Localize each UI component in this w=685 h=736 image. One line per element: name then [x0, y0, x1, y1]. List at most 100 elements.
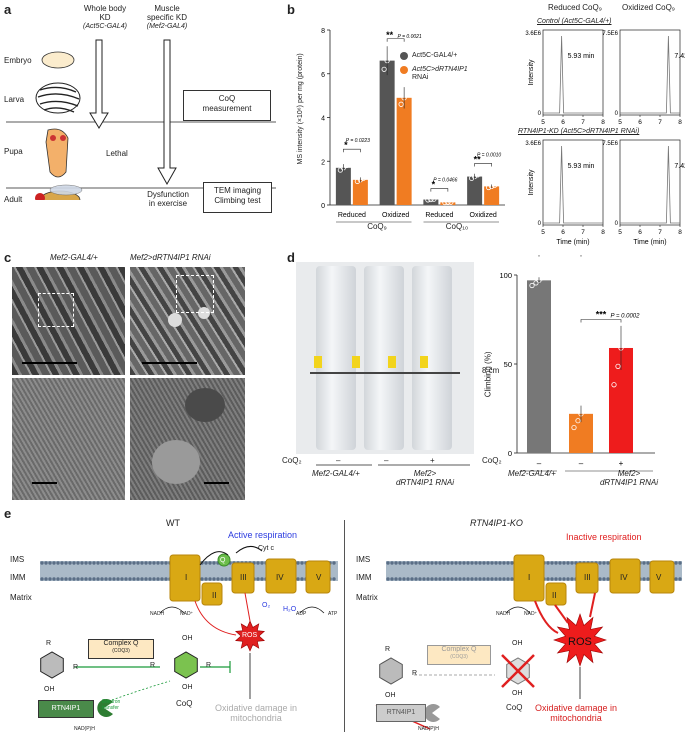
atp-label: ATP [328, 611, 338, 617]
chrom-xtick-label: 6 [561, 119, 565, 126]
chrom-y0: 0 [615, 221, 619, 227]
chrom-xtick-label: 8 [601, 119, 605, 126]
climbing-group-rnai: Mef2>dRTN4IP1 RNAi [599, 469, 659, 487]
data-point [448, 199, 454, 205]
chrom-frame [542, 29, 604, 116]
tem-image-rnai-low [130, 267, 245, 375]
oh-bottom-coq-ko: OH [512, 690, 523, 697]
complex-iii [231, 562, 255, 594]
electron-transfer-arrow [111, 680, 171, 701]
chrom-ylabel: Intensity [528, 59, 535, 86]
chrom-xtick-label: 8 [601, 229, 605, 236]
chrom-y0: 0 [538, 111, 542, 117]
chrom-xtick-label: 5 [618, 119, 622, 126]
chrom-xtick-label: 8 [678, 229, 682, 236]
ros-arrow [554, 604, 569, 624]
electron-arrow [199, 551, 229, 566]
chrom-ymax: 7.5E6 [602, 31, 618, 37]
mito-schematic [40, 546, 682, 730]
tem-title-rnai: Mef2>dRTN4IP1 RNAi [130, 253, 211, 262]
xgroup-coq9: CoQ₉ [367, 222, 387, 231]
chrom-y0: 0 [615, 111, 619, 117]
chrom-row2-title: RTN4IP1-KD (Act5C>dRTN4IP1 RNAi) [518, 128, 640, 135]
photo-axis-lines [316, 464, 470, 466]
r-side-wt: R [73, 664, 79, 671]
chrom-frame [619, 139, 681, 226]
nad-wt: NAD⁺ [180, 611, 194, 617]
chrom-xlabel: Time (min) [556, 239, 589, 246]
climbing-coq2-label: CoQ₂ [482, 456, 502, 465]
legend-rnai: Act5C>dRTN4IP1 [412, 66, 468, 73]
panel-label-c: c [4, 250, 12, 265]
coq-q-icon [217, 553, 231, 567]
chrom-frame [542, 139, 604, 226]
atp-arc [299, 606, 325, 614]
photo-sign-2: – [384, 456, 389, 465]
chrom-trace [620, 145, 680, 224]
nadph-wt: NAD(P)H [74, 726, 95, 732]
chrom-ymax: 3.6E6 [525, 141, 541, 147]
stat-p: P = 0.0002 [611, 314, 641, 320]
x-tick-label: Reduced [425, 212, 453, 219]
stage-larva: Larva [4, 95, 25, 104]
nad-ko: NAD⁺ [524, 611, 538, 617]
ims-label-wt: IMS [10, 555, 25, 564]
larva-icon [35, 82, 81, 114]
chrom-row1-title: Control (Act5C-GAL4/+) [537, 18, 612, 25]
y-tick-label: 50 [504, 360, 512, 369]
data-point [621, 327, 627, 333]
y-tick-label: 6 [321, 72, 325, 79]
ros-arrow [194, 600, 237, 636]
coq-label-wt: CoQ [176, 699, 193, 708]
panel-label-b: b [287, 2, 295, 17]
climbing-ylabel: Climbing (%) [483, 351, 493, 398]
data-point [489, 183, 495, 190]
stat-p: P = 0.0466 [433, 178, 457, 184]
data-point [445, 199, 451, 205]
eight-cm-label: 8 cm [482, 366, 500, 375]
chrom-xtick-label: 7 [658, 229, 662, 236]
y-tick-label: 4 [321, 116, 325, 123]
ros-arrow [534, 600, 559, 634]
nadph-ko: NAD(P)H [418, 726, 439, 732]
data-point [431, 196, 437, 202]
stat-bracket [343, 148, 361, 153]
complex-v-wt: V [316, 573, 322, 582]
stat-stars: * [432, 180, 436, 190]
rtn-pacman-ko-icon [424, 704, 440, 722]
data-point [475, 172, 481, 178]
x-tick-label: Oxidized [382, 212, 409, 219]
legend-swatch-rnai [400, 66, 408, 74]
chrom-xtick-label: 8 [678, 119, 682, 126]
chrom-trace [543, 145, 603, 224]
panel-e-divider [344, 520, 345, 732]
data-point [360, 175, 366, 181]
inhibit-ros-line [200, 661, 231, 673]
legend-rnai-2: RNAi [412, 73, 429, 81]
coq2-sign: – [537, 459, 542, 468]
stat-bracket [474, 163, 492, 167]
coq2-sign: – [579, 459, 584, 468]
y-tick-label: 100 [499, 271, 512, 280]
chrom-y0: 0 [538, 221, 542, 227]
coq-label-ko: CoQ [506, 703, 523, 712]
stat-stars: ** [474, 154, 482, 164]
stat-p: P = 0.0021 [398, 34, 422, 40]
climbing-group-control: Mef2-GAL4/+ [508, 469, 556, 478]
panel-label-a: a [4, 2, 12, 17]
coq-ring-wt [174, 651, 198, 679]
electron-arrow [235, 546, 263, 554]
data-point [387, 49, 393, 55]
ims-label-ko: IMS [356, 555, 371, 564]
chrom-xtick-label: 6 [638, 229, 642, 236]
y-tick-label: 0 [508, 449, 512, 458]
data-point [425, 197, 431, 203]
r-top-ko: R [385, 646, 391, 653]
nadh-arc [505, 606, 531, 614]
complex-ii-ko: II [552, 591, 557, 600]
data-point [492, 182, 498, 188]
